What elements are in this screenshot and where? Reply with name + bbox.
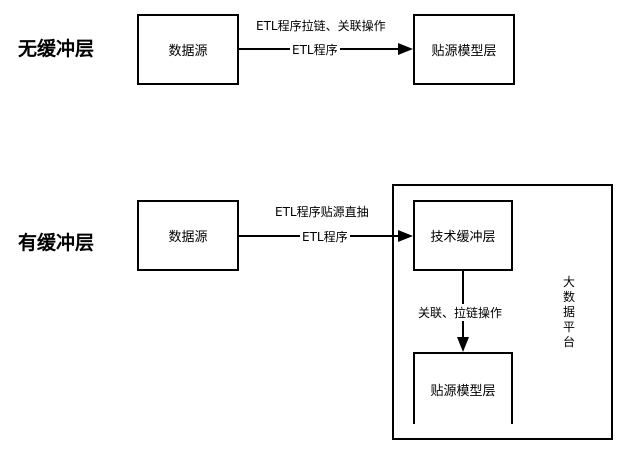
section-title-no-buffer: 无缓冲层	[18, 38, 95, 60]
model-box-2-label: 贴源模型层	[430, 383, 496, 399]
platform-char: 据	[562, 305, 575, 319]
etl-label-mid-1: ETL程序	[290, 41, 340, 58]
platform-char: 大	[562, 275, 575, 289]
big-data-platform-container	[392, 184, 613, 440]
model-box-2: 贴源模型层	[413, 352, 513, 424]
platform-char: 台	[562, 335, 575, 349]
buffer-box: 技术缓冲层	[413, 200, 513, 271]
source-box-1: 数据源	[137, 14, 239, 85]
target-box-1: 贴源模型层	[413, 14, 515, 85]
source-box-2: 数据源	[137, 200, 239, 271]
etl-arrow-1-head	[398, 43, 413, 55]
source-box-1-label: 数据源	[168, 44, 208, 59]
buffer-box-label: 技术缓冲层	[430, 230, 496, 245]
source-box-2-label: 数据源	[168, 230, 208, 245]
etl-arrow-2-head	[398, 230, 413, 242]
down-arrow-head	[457, 337, 469, 352]
section-title-with-buffer: 有缓冲层	[18, 232, 95, 254]
etl-label-mid-2: ETL程序	[300, 228, 350, 245]
platform-char: 平	[562, 320, 575, 334]
big-data-platform-label: 大 数 据 平 台	[562, 275, 576, 350]
etl-label-top-2: ETL程序贴源直抽	[275, 205, 369, 219]
platform-char: 数	[562, 290, 575, 304]
etl-label-top-1: ETL程序拉链、关联操作	[256, 19, 386, 33]
down-label: 关联、拉链操作	[416, 304, 505, 321]
target-box-1-label: 贴源模型层	[431, 44, 497, 59]
